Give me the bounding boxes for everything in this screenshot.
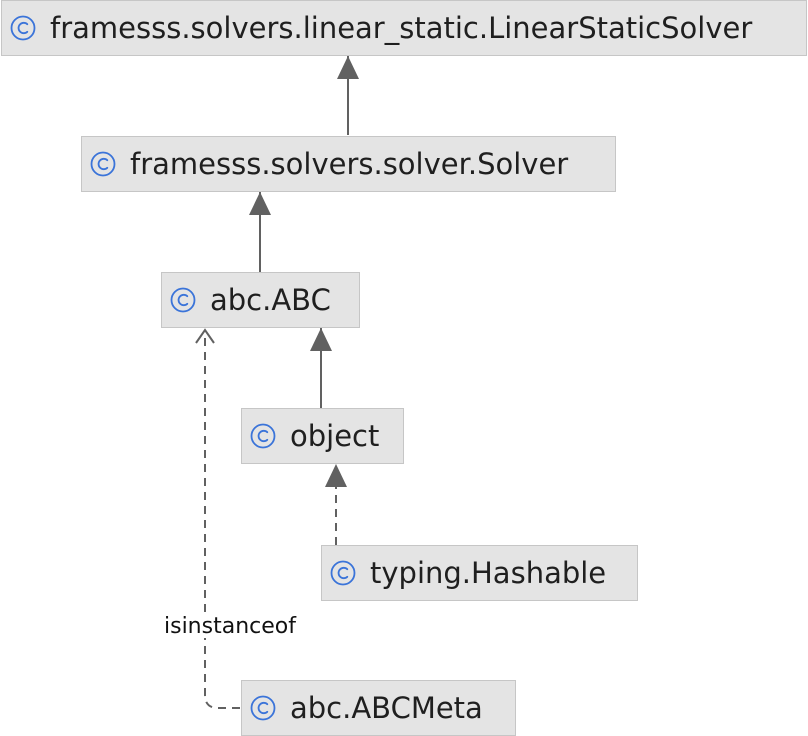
edge-label-isinstanceof: isinstanceof — [164, 614, 296, 639]
class-node-abc-abc[interactable]: abc.ABC — [161, 272, 360, 328]
class-icon — [250, 423, 276, 449]
class-icon — [10, 15, 36, 41]
class-node-typing-hashable[interactable]: typing.Hashable — [321, 545, 638, 601]
class-node-label: typing.Hashable — [370, 555, 607, 590]
class-icon — [90, 151, 116, 177]
edge-hashable-implements-object-arrowhead — [325, 464, 347, 487]
class-node-object[interactable]: object — [241, 408, 404, 464]
class-node-label: framesss.solvers.solver.Solver — [130, 146, 569, 181]
class-node-label: object — [290, 418, 380, 453]
class-icon — [170, 287, 196, 313]
edge-abcmeta-isinstanceof-abc-arrowhead — [195, 328, 215, 344]
class-node-label: framesss.solvers.linear_static.LinearSta… — [50, 10, 753, 45]
class-node-label: abc.ABCMeta — [290, 690, 483, 725]
class-node-linear-static-solver[interactable]: framesss.solvers.linear_static.LinearSta… — [1, 0, 807, 56]
class-node-solver[interactable]: framesss.solvers.solver.Solver — [81, 136, 616, 192]
class-node-abc-abcmeta[interactable]: abc.ABCMeta — [241, 680, 516, 736]
class-icon — [330, 560, 356, 586]
class-icon — [250, 695, 276, 721]
edge-abcmeta-isinstanceof-abc — [204, 330, 240, 709]
class-node-label: abc.ABC — [210, 282, 331, 317]
